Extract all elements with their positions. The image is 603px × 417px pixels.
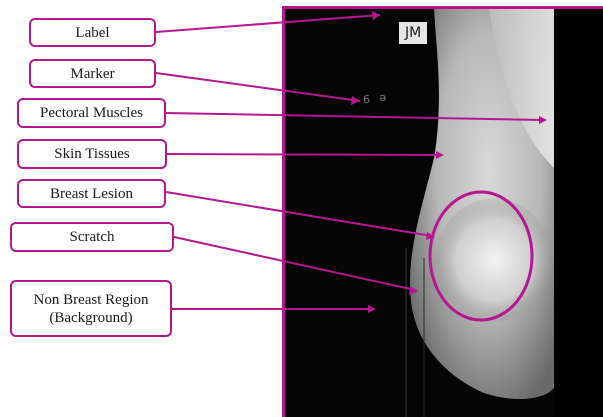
pectoral-text: Pectoral Muscles (40, 104, 143, 122)
leader-lesion (166, 192, 432, 236)
background-text-line1: Non Breast Region (34, 291, 149, 309)
label-text: Label (75, 24, 109, 42)
label-box-background: Non Breast Region (Background) (10, 280, 172, 337)
leader-marker (156, 73, 360, 101)
label-box-skin: Skin Tissues (17, 139, 167, 169)
leader-pectoral (166, 113, 543, 120)
skin-text: Skin Tissues (54, 145, 129, 163)
leader-skin (167, 154, 440, 155)
arrowhead-lesion (426, 232, 435, 240)
leader-label (156, 15, 380, 32)
arrowhead-background (368, 305, 376, 313)
arrowhead-scratch (409, 286, 418, 295)
arrowhead-marker (351, 96, 360, 105)
label-box-marker: Marker (29, 59, 156, 88)
leader-scratch (174, 237, 415, 290)
label-box-pectoral: Pectoral Muscles (17, 98, 166, 128)
label-box-label: Label (29, 18, 156, 47)
label-box-scratch: Scratch (10, 222, 174, 252)
background-text-line2: (Background) (49, 309, 132, 327)
arrowhead-label (372, 11, 380, 20)
label-box-lesion: Breast Lesion (17, 179, 166, 208)
scratch-text: Scratch (70, 228, 115, 246)
marker-text: Marker (70, 65, 114, 83)
arrowhead-pectoral (539, 116, 547, 124)
arrowhead-skin (436, 151, 444, 159)
lesion-text: Breast Lesion (50, 185, 133, 203)
